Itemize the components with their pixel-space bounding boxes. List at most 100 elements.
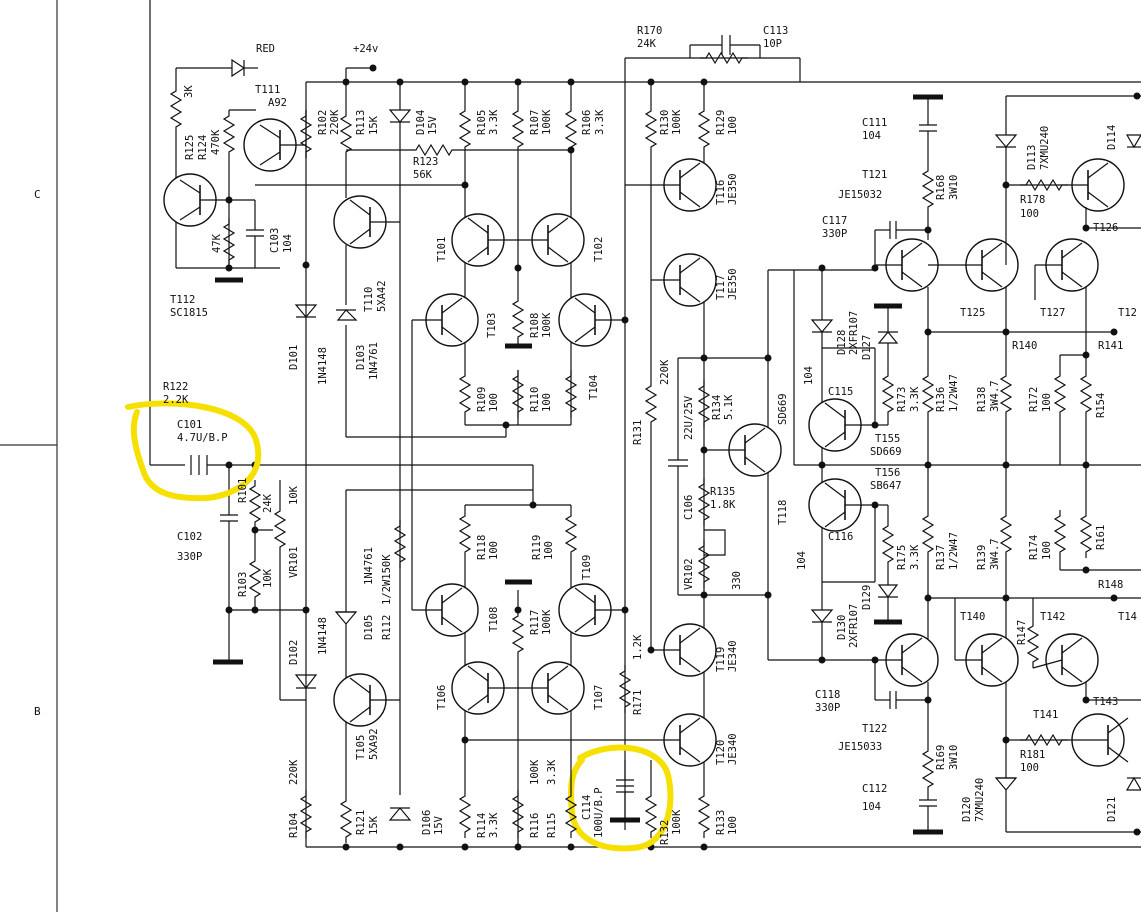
label-t156t: SB647: [870, 480, 902, 492]
label-r172v: 100: [1041, 393, 1053, 412]
label-r133v: 100: [727, 816, 739, 835]
label-c111v: 104: [862, 130, 881, 142]
label-t127: T127: [1040, 307, 1065, 319]
label-t122: T122: [862, 723, 887, 735]
label-led-red: RED: [256, 43, 275, 55]
label-c106: C106: [683, 495, 695, 520]
label-r169v: 3W10: [948, 745, 960, 770]
label-t101: T101: [436, 237, 448, 262]
label-r138v: 3W4.7: [989, 380, 1001, 412]
label-r102: R102: [317, 110, 329, 135]
label-r106: R106: [581, 110, 593, 135]
label-r175: R175: [896, 545, 908, 570]
label-t110: T110: [363, 287, 375, 312]
label-d120: D120: [961, 797, 973, 822]
label-d102: D102: [288, 640, 300, 665]
highlight-c101: [125, 400, 262, 502]
label-t142: T142: [1040, 611, 1065, 623]
label-r114v: 3.3K: [488, 812, 500, 838]
label-d102t: 1N4148: [317, 617, 329, 655]
label-c103v: 104: [282, 234, 294, 253]
label-t116: T116: [715, 180, 727, 205]
label-t116t: JE350: [727, 173, 739, 205]
label-r134v: 5.1K: [723, 394, 735, 420]
label-r107v: 100K: [541, 109, 553, 135]
label-c116: C116: [828, 531, 853, 543]
label-d129: D129: [861, 585, 873, 610]
label-t156: T156: [875, 467, 900, 479]
label-c101v: 4.7U/B.P: [177, 432, 228, 444]
label-t118: T118: [777, 500, 789, 525]
label-r119v: 100: [543, 541, 555, 560]
label-t108: T108: [488, 607, 500, 632]
label-r178: R178: [1020, 194, 1045, 206]
label-r174v: 100: [1041, 541, 1053, 560]
label-r109v: 100: [488, 393, 500, 412]
label-vr102: VR102: [683, 558, 695, 590]
label-r139: R139: [976, 545, 988, 570]
label-d101t: 1N4148: [317, 347, 329, 385]
label-r137v: 1/2W47: [948, 532, 960, 570]
label-r175v: 3.3K: [909, 544, 921, 570]
label-c118: C118: [815, 689, 840, 701]
label-d130: D130: [836, 615, 848, 640]
label-r168: R168: [935, 175, 947, 200]
label-t117t: JE350: [727, 268, 739, 300]
label-r169: R169: [935, 745, 947, 770]
label-r105: R105: [476, 110, 488, 135]
label-d105: D105: [363, 615, 375, 640]
label-c101: C101: [177, 419, 202, 431]
label-r121: R121: [355, 810, 367, 835]
component-labels: +24v RED 3K R125 R124 470K T111 A92 R102…: [163, 25, 1137, 845]
label-c118v: 330P: [815, 702, 840, 714]
label-r103: R103: [237, 572, 249, 597]
label-t104: T104: [588, 375, 600, 400]
power-rails: [149, 0, 1141, 848]
label-r172: R172: [1028, 387, 1040, 412]
label-r171: R171: [632, 690, 644, 715]
label-c117: C117: [822, 215, 847, 227]
label-r148: R148: [1098, 579, 1123, 591]
label-r124v: 470K: [210, 129, 222, 155]
label-r116: R116: [529, 813, 541, 838]
zone-frame: C B: [0, 0, 58, 912]
label-r104v-upper: 104: [803, 366, 815, 385]
label-t120t: JE340: [727, 733, 739, 765]
label-r173v: 3.3K: [909, 386, 921, 412]
label-r122: R122: [163, 381, 188, 393]
label-d104v: 15V: [427, 115, 439, 135]
label-r102v: 220K: [329, 109, 341, 135]
label-t110t: 5XA42: [376, 280, 388, 312]
label-c103: C103: [269, 228, 281, 253]
label-r112v: 1/2W150K: [381, 554, 393, 605]
label-d114: D114: [1106, 125, 1118, 150]
label-r104v-lower: 104: [796, 551, 808, 570]
label-t117: T117: [715, 275, 727, 300]
label-r132: R132: [659, 820, 671, 845]
label-c113v: 10P: [763, 38, 782, 50]
label-r137: R137: [935, 545, 947, 570]
label-sd669: SD669: [777, 393, 789, 425]
label-c112: C112: [862, 783, 887, 795]
label-r173: R173: [896, 387, 908, 412]
label-r110v: 100: [541, 393, 553, 412]
label-r12k: 1.2K: [632, 634, 644, 660]
label-r112: R112: [381, 615, 393, 640]
label-r114: R114: [476, 813, 488, 838]
label-d103: D103: [355, 345, 367, 370]
label-r109: R109: [476, 387, 488, 412]
label-d113: D113: [1026, 145, 1038, 170]
label-d103t: 1N4761: [368, 342, 380, 380]
label-r113v: 15K: [368, 115, 380, 135]
label-r136: R136: [935, 387, 947, 412]
label-c102v: 330P: [177, 551, 202, 563]
label-r119: R119: [531, 535, 543, 560]
label-r135v: 1.8K: [710, 499, 736, 511]
label-r108: R108: [529, 313, 541, 338]
label-r132v: 100K: [671, 809, 683, 835]
label-t125: T125: [960, 307, 985, 319]
label-r121v: 15K: [368, 815, 380, 835]
label-r117v: 100K: [541, 609, 553, 635]
label-vr101: VR101: [288, 546, 300, 578]
